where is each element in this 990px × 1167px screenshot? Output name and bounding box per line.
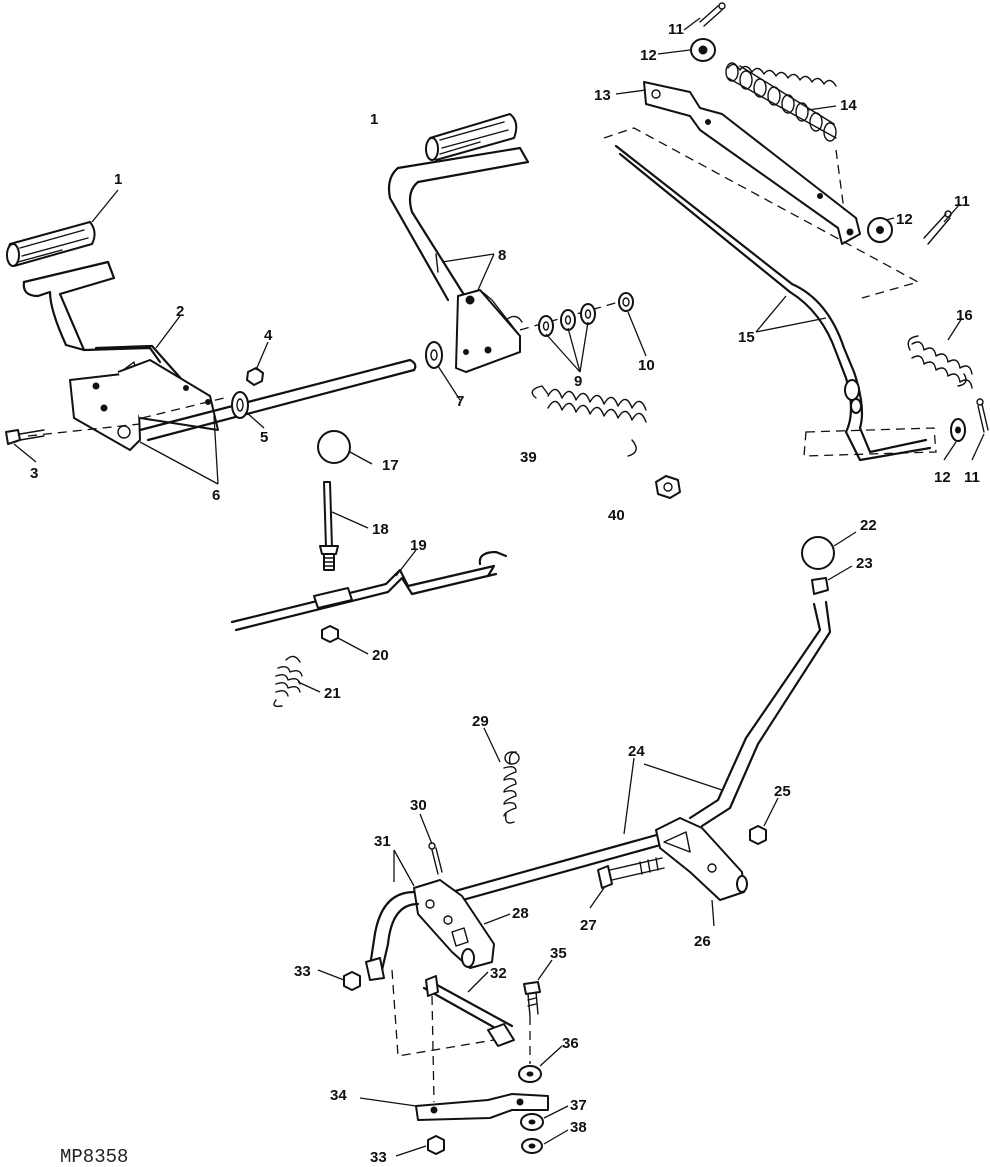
callout-1b: 1 [370,111,378,128]
washer-set [519,292,634,337]
callout-17: 17 [382,457,399,474]
callout-labels: 1 1 2 3 4 5 6 7 8 9 10 11 11 11 12 12 12… [30,21,980,1166]
pedal-pad-left [6,221,96,267]
callout-3: 3 [30,465,38,482]
callout-11c: 11 [964,469,980,486]
spring-14 [725,62,837,142]
arm-26 [655,817,748,901]
washer-12-low [950,418,966,442]
knob-22 [801,536,835,570]
callout-6: 6 [212,487,220,504]
callout-12c: 12 [934,469,951,486]
callout-23: 23 [856,555,873,572]
figure-id: MP8358 [60,1146,128,1167]
callout-14: 14 [840,97,857,114]
stud-18 [319,481,339,571]
link-bar-13 [643,81,861,245]
spring-39 [531,385,647,457]
washer-12-mid [867,217,893,243]
callout-27: 27 [580,917,597,934]
callout-26: 26 [694,933,711,950]
pedal-pad-center [425,113,518,161]
callout-34: 34 [330,1087,347,1104]
callout-4: 4 [264,327,273,344]
callout-25: 25 [774,783,791,800]
callout-24: 24 [628,743,645,760]
cotter-pin-30 [428,842,443,875]
insert-23 [811,577,829,595]
callout-11a: 11 [668,21,684,38]
callout-20: 20 [372,647,389,664]
callout-16: 16 [956,307,973,324]
callout-10: 10 [638,357,655,374]
nut-20 [321,625,339,643]
washer-37 [520,1113,544,1131]
callout-30: 30 [410,797,427,814]
spring-21 [273,655,303,708]
spring-29 [503,751,520,824]
cotter-pin-11-top [699,2,726,27]
callout-33a: 33 [294,963,311,980]
shaft-24 [428,600,832,910]
bolt-27 [597,857,665,889]
spring-16 [907,335,973,389]
cotter-pin-11-mid [923,210,952,245]
washer-36 [518,1065,542,1083]
knob-17 [317,430,351,464]
nut-40 [655,475,681,499]
callout-39: 39 [520,449,537,466]
pedal-cross-shaft [5,341,443,445]
callout-37: 37 [570,1097,587,1114]
leader-lines [13,17,985,1157]
callout-29: 29 [472,713,489,730]
washer-38 [521,1138,543,1154]
arm-31 [365,890,420,981]
callout-8: 8 [498,247,506,264]
rod-15 [614,144,937,462]
left-brake-pedal [6,221,219,451]
nut-33-lower [427,1135,445,1155]
callout-2: 2 [176,303,184,320]
callout-9: 9 [574,373,582,390]
nut-33-upper [343,971,361,991]
arm-28 [413,879,495,969]
callout-12b: 12 [896,211,913,228]
callout-18: 18 [372,521,389,538]
callout-1a: 1 [114,171,122,188]
washer-12-top [690,38,716,62]
plate-34 [415,1093,549,1121]
callout-36: 36 [562,1035,579,1052]
center-clutch-pedal [387,113,530,373]
callout-19: 19 [410,537,427,554]
callout-13: 13 [594,87,611,104]
callout-38: 38 [570,1119,587,1136]
callout-35: 35 [550,945,567,962]
callout-21: 21 [324,685,341,702]
callout-12a: 12 [640,47,657,64]
nut-25 [749,825,767,845]
cotter-pin-11-low [976,398,989,433]
rod-19 [230,550,508,632]
bolt-35 [523,981,541,1017]
callout-40: 40 [608,507,625,524]
callout-5: 5 [260,429,268,446]
callout-15: 15 [738,329,755,346]
link-32 [422,975,515,1047]
callout-7: 7 [456,393,464,410]
callout-32: 32 [490,965,507,982]
callout-31: 31 [374,833,391,850]
callout-28: 28 [512,905,529,922]
callout-22: 22 [860,517,877,534]
callout-11b: 11 [954,193,970,210]
callout-33b: 33 [370,1149,387,1166]
